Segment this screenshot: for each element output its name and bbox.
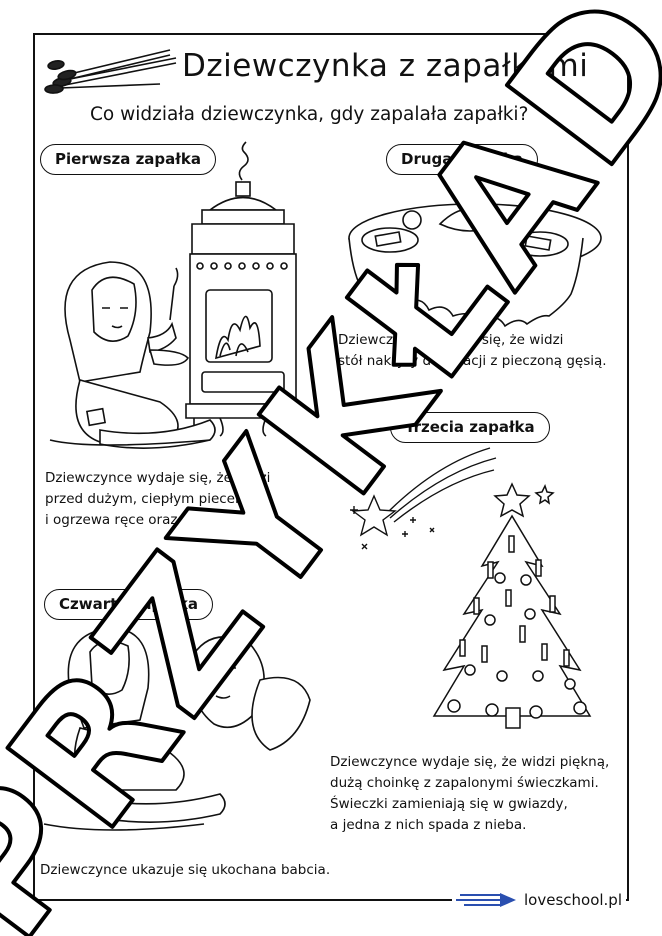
text-line: Dziewczynce wydaje się, że widzi — [338, 332, 564, 348]
section-label-first: Pierwsza zapałka — [40, 144, 216, 175]
text-line: dużą choinkę z zapalonymi świeczkami. — [330, 775, 599, 791]
page-title: Dziewczynka z zapałkami — [182, 48, 589, 84]
section-label-third: Trzecia zapałka — [390, 412, 550, 443]
third-match-text: Dziewczynce wydaje się, że widzi piękną,… — [330, 752, 609, 836]
text-line: Dziewczynce ukazuje się ukochana babcia. — [40, 862, 331, 878]
shooting-star-icon — [350, 447, 497, 550]
text-line: Dziewczynce wydaje się, że widzi piękną, — [330, 754, 610, 770]
first-match-text: Dziewczynce wydaje się, że widzi przed d… — [45, 468, 270, 531]
table-illustration — [348, 203, 602, 328]
girl-illustration — [49, 261, 216, 449]
text-line: przed dużym, ciepłym piecem — [45, 491, 249, 507]
text-line: stół nakryty do kolacji z pieczoną gęsią… — [338, 353, 607, 369]
matches-icon — [44, 49, 177, 94]
arrow-logo-icon — [456, 893, 516, 907]
page-subtitle: Co widziała dziewczynka, gdy zapalała za… — [90, 104, 529, 125]
second-match-text: Dziewczynce wydaje się, że widzi stół na… — [338, 330, 607, 372]
grandmother-illustration — [43, 627, 311, 831]
text-line: i ogrzewa ręce oraz nogi. — [45, 512, 216, 528]
text-line: Dziewczynce wydaje się, że widzi — [45, 470, 271, 486]
text-line: a jedna z nich spada z nieba. — [330, 817, 527, 833]
brand-name[interactable]: loveschool.pl — [524, 891, 622, 909]
stove-illustration — [185, 141, 301, 437]
fourth-match-text: Dziewczynce ukazuje się ukochana babcia. — [40, 860, 330, 881]
christmas-tree-illustration — [432, 482, 592, 729]
section-label-second: Druga zapałka — [386, 144, 538, 175]
text-line: Świeczki zamieniają się w gwiazdy, — [330, 796, 568, 812]
brand-logo[interactable]: loveschool.pl — [452, 888, 626, 912]
worksheet-frame — [33, 33, 629, 901]
section-label-fourth: Czwarta zapałka — [44, 589, 214, 620]
